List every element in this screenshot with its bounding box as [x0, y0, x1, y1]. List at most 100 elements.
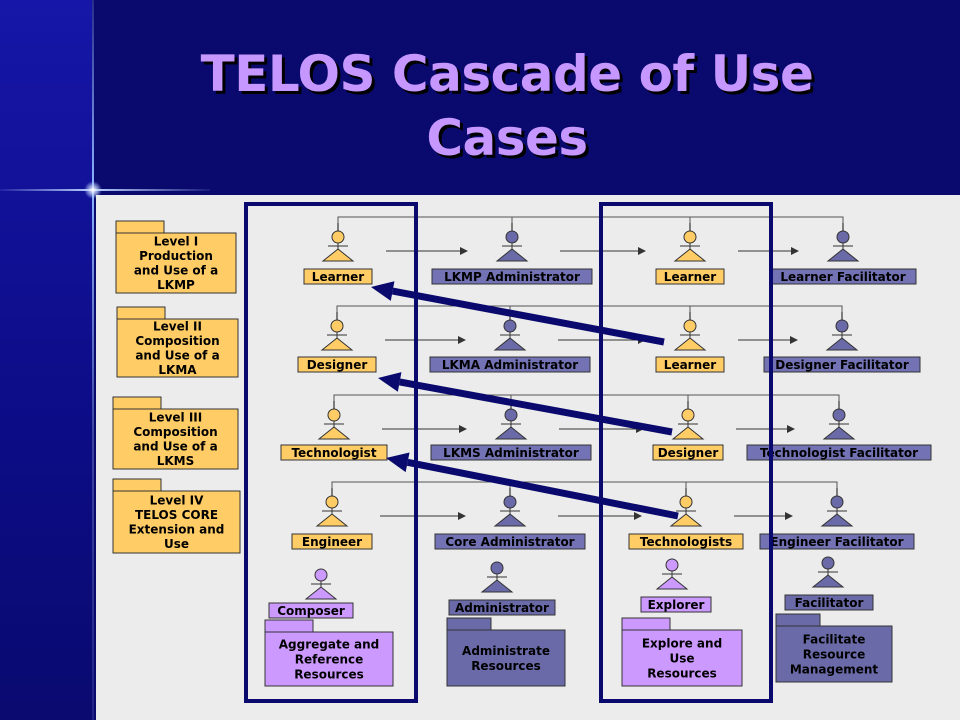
actor-head [683, 319, 697, 333]
role-label: Engineer [291, 533, 373, 550]
package-text-line: Level II [153, 320, 202, 334]
role-label-box [784, 594, 874, 611]
actor-head [325, 495, 339, 509]
package-text-line: and Use of a [133, 440, 217, 454]
package-body [112, 490, 241, 554]
actor-base [655, 576, 689, 590]
cascade-arrow-3 [386, 452, 679, 520]
role-label-text: Learner Facilitator [780, 270, 905, 284]
actor-head [679, 495, 693, 509]
highlight-boxes [244, 202, 773, 703]
actor-head [503, 495, 517, 509]
package-text-line: and Use of a [135, 349, 219, 363]
actor-figure [321, 223, 355, 262]
role-label: LKMP Administrator [431, 268, 593, 285]
row-bracket [337, 216, 844, 223]
role-label-text: LKMS Administrator [443, 446, 579, 460]
row-bracket [331, 481, 838, 488]
row-bracket [336, 305, 843, 312]
package-text-line: Aggregate and [279, 637, 380, 651]
package-tab [112, 478, 162, 492]
actor-base [493, 337, 527, 351]
actor-base [317, 426, 351, 440]
actor-figure [673, 312, 707, 351]
role-label-box [759, 533, 915, 550]
actor-head [327, 408, 341, 422]
package-text-line: Facilitate [803, 632, 866, 646]
role-label-box [652, 444, 724, 461]
package-body [264, 631, 394, 687]
role-label: Learner Facilitator [769, 268, 917, 285]
left-sidebar [0, 0, 92, 720]
bottom-actor-label: Facilitator [784, 594, 874, 611]
cascade-arrow-2 [378, 372, 673, 436]
role-label-box [628, 533, 744, 550]
actor-base [825, 337, 859, 351]
role-label-box [655, 268, 725, 285]
package-tab [116, 306, 166, 320]
actor-figure [317, 401, 351, 440]
role-label-text: Learner [664, 270, 716, 284]
package-text-line: Use [164, 537, 189, 551]
slide-title: TELOS Cascade of Use Cases [92, 42, 922, 170]
actor-base [669, 513, 703, 527]
cascade-arrow-shaft [406, 458, 679, 520]
role-label-text: Designer Facilitator [775, 358, 909, 372]
package-text-line: Extension and [129, 523, 225, 537]
title-line-1: TELOS Cascade of Use [200, 45, 814, 103]
role-label-text: Explorer [648, 598, 705, 612]
package-body [446, 629, 566, 687]
role-label-box [746, 444, 932, 461]
actor-head [504, 408, 518, 422]
package-body [621, 629, 743, 687]
light-flare-horizontal [0, 189, 210, 191]
role-label-text: Facilitator [795, 596, 864, 610]
package-text-line: Resources [294, 667, 364, 681]
actor-head [830, 495, 844, 509]
role-label-text: LKMA Administrator [442, 358, 578, 372]
package-text-line: Level IV [150, 494, 205, 508]
cascade-arrow-1 [371, 281, 665, 346]
actor-figure [826, 223, 860, 262]
actor-base [826, 248, 860, 262]
role-label-text: Administrator [455, 601, 549, 615]
actor-base [671, 426, 705, 440]
actor-base [811, 574, 845, 588]
bottom-actor-figure [480, 561, 514, 593]
package-tab [775, 613, 821, 627]
role-label-box [280, 444, 388, 461]
role-label-text: Technologists [640, 535, 732, 549]
role-label-box [431, 268, 593, 285]
role-label-box [763, 356, 921, 373]
actor-base [495, 248, 529, 262]
actor-figure [669, 488, 703, 527]
package-text-line: Production [139, 249, 213, 263]
actor-base [494, 426, 528, 440]
row-bracket [333, 394, 840, 401]
package-text-line: LKMS [157, 454, 195, 468]
actor-head [832, 408, 846, 422]
package-tab [446, 617, 492, 631]
actor-base [321, 248, 355, 262]
role-label-text: LKMP Administrator [444, 270, 580, 284]
package-text-line: Use [669, 651, 694, 665]
actor-base [315, 513, 349, 527]
role-label: Learner [303, 268, 373, 285]
role-label-text: Technologist Facilitator [760, 446, 918, 460]
actor-head [331, 230, 345, 244]
actor-base [493, 513, 527, 527]
role-label: Designer [652, 444, 724, 461]
role-label-box [640, 596, 712, 613]
role-label: Technologist [280, 444, 388, 461]
actor-figure [671, 401, 705, 440]
cascade-arrow-head [386, 452, 410, 473]
bottom-actor-figure [655, 558, 689, 590]
role-label-box [303, 268, 373, 285]
cascade-arrow-head [371, 281, 395, 301]
role-label: Learner [655, 268, 725, 285]
role-label: Technologist Facilitator [746, 444, 932, 461]
role-label: LKMA Administrator [429, 356, 591, 373]
